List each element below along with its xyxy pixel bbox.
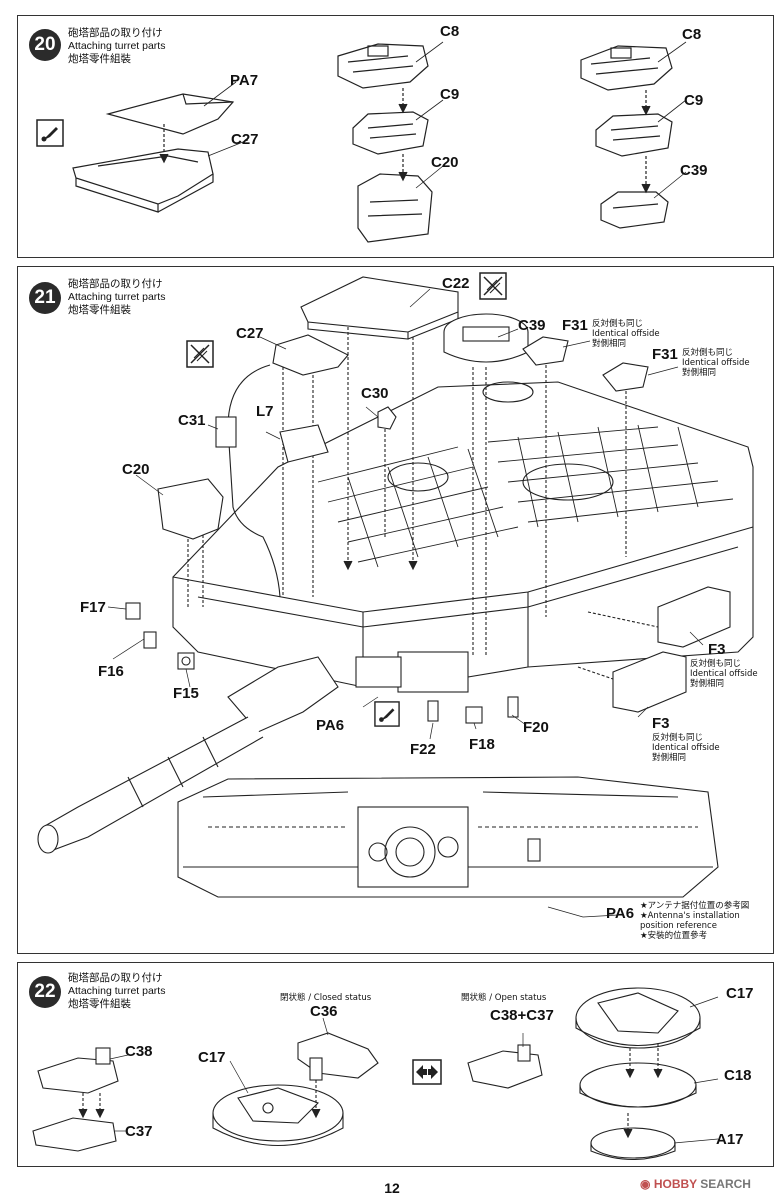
label-c36: C36 <box>310 1003 338 1020</box>
offside-note: 反対側も同じ Identical offside 對側相同 <box>652 733 720 763</box>
label-c20: C20 <box>431 154 459 171</box>
label-f16: F16 <box>98 663 124 680</box>
label-c39: C39 <box>680 162 708 179</box>
label-c37: C37 <box>125 1123 153 1140</box>
step-number-badge: 20 <box>29 29 61 61</box>
step-heading: 砲塔部品の取り付け Attaching turret parts 炮塔零件組裝 <box>68 27 165 66</box>
antenna-note: ★アンテナ据付位置の参考図 ★Antenna's installation po… <box>640 901 750 941</box>
label-c39: C39 <box>518 317 546 334</box>
label-c20: C20 <box>122 461 150 478</box>
step-21-panel: 21 砲塔部品の取り付け Attaching turret parts 炮塔零件… <box>17 266 774 954</box>
step-heading: 砲塔部品の取り付け Attaching turret parts 炮塔零件組裝 <box>68 972 165 1011</box>
label-a17: A17 <box>716 1131 744 1148</box>
heading-cn: 炮塔零件組裝 <box>68 998 131 1010</box>
offside-note: 反対側も同じ Identical offside 對側相同 <box>690 659 758 689</box>
heading-jp: 砲塔部品の取り付け <box>68 278 163 290</box>
label-c8-right: C8 <box>682 26 702 43</box>
label-c18: C18 <box>724 1067 752 1084</box>
label-f15: F15 <box>173 685 199 702</box>
page-number: 12 <box>384 1180 400 1196</box>
paint-brush-icon <box>374 701 400 727</box>
closed-status-label: 閉状態 / Closed status <box>280 993 372 1003</box>
open-status-label: 開状態 / Open status <box>461 993 547 1003</box>
label-f22: F22 <box>410 741 436 758</box>
heading-jp: 砲塔部品の取り付け <box>68 27 163 39</box>
label-c38-c37: C38+C37 <box>490 1007 554 1024</box>
step-number-badge: 21 <box>29 282 61 314</box>
label-c27: C27 <box>231 131 259 148</box>
offside-note: 反対側も同じ Identical offside 對側相同 <box>592 319 660 349</box>
step-22-panel: 22 砲塔部品の取り付け Attaching turret parts 炮塔零件… <box>17 962 774 1167</box>
label-c38: C38 <box>125 1043 153 1060</box>
watermark: ◉ HOBBY SEARCH <box>640 1177 751 1191</box>
heading-en: Attaching turret parts <box>68 985 166 997</box>
label-f20: F20 <box>523 719 549 736</box>
step-heading: 砲塔部品の取り付け Attaching turret parts 炮塔零件組裝 <box>68 278 165 317</box>
label-c22: C22 <box>442 275 470 292</box>
offside-note: 反対側も同じ Identical offside 對側相同 <box>682 348 750 378</box>
step-20-panel: 20 砲塔部品の取り付け Attaching turret parts 炮塔零件… <box>17 15 774 258</box>
label-f3: F3 <box>708 641 726 658</box>
swap-arrows-icon <box>412 1059 442 1085</box>
label-c17: C17 <box>198 1049 226 1066</box>
label-f31: F31 <box>562 317 588 334</box>
label-pa7: PA7 <box>230 72 259 89</box>
label-f31: F31 <box>652 346 678 363</box>
watermark-logo-icon: ◉ <box>640 1177 654 1191</box>
heading-cn: 炮塔零件組裝 <box>68 53 131 65</box>
label-pa6: PA6 <box>316 717 345 734</box>
label-c17-right: C17 <box>726 985 754 1002</box>
label-c27: C27 <box>236 325 264 342</box>
step-21-diagram <box>37 276 754 918</box>
heading-en: Attaching turret parts <box>68 40 166 52</box>
label-c9-right: C9 <box>684 92 704 109</box>
do-not-glue-icon <box>186 340 214 368</box>
label-f18: F18 <box>469 736 495 753</box>
heading-cn: 炮塔零件組裝 <box>68 304 131 316</box>
step-22-diagram <box>32 987 719 1161</box>
paint-brush-icon <box>36 119 64 147</box>
heading-en: Attaching turret parts <box>68 291 166 303</box>
label-c30: C30 <box>361 385 389 402</box>
label-f3: F3 <box>652 715 670 732</box>
label-f17: F17 <box>80 599 106 616</box>
heading-jp: 砲塔部品の取り付け <box>68 972 163 984</box>
step-number-badge: 22 <box>29 976 61 1008</box>
label-pa6-reference: PA6 <box>606 905 635 922</box>
step-20-diagram <box>72 41 687 243</box>
label-l7: L7 <box>256 403 274 420</box>
label-c8: C8 <box>440 23 460 40</box>
do-not-glue-icon <box>479 272 507 300</box>
label-c31: C31 <box>178 412 206 429</box>
label-c9: C9 <box>440 86 460 103</box>
